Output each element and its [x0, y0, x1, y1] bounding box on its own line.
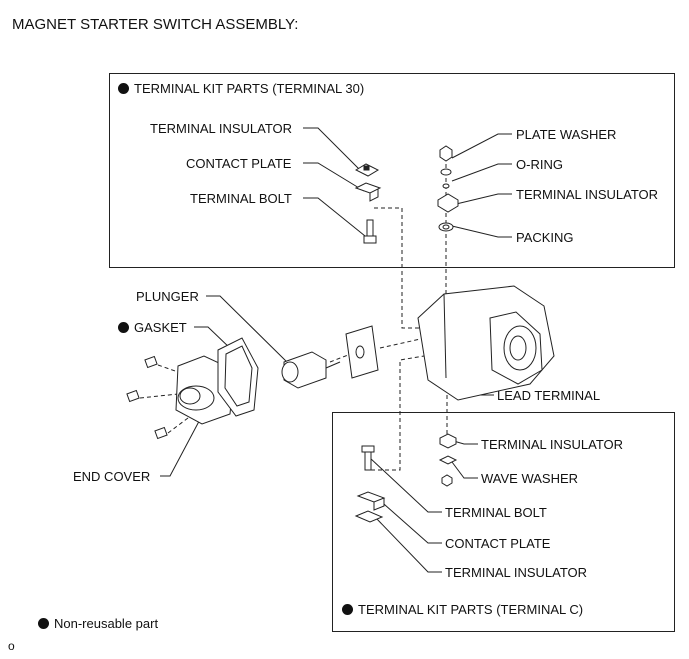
label-contact-plate-c: CONTACT PLATE — [445, 536, 551, 551]
switch-housing-bore-inner — [509, 335, 527, 361]
leader-contact-plate-30 — [303, 162, 365, 192]
non-reusable-dot-icon — [38, 618, 49, 629]
end-cover-boss-top — [179, 387, 201, 405]
assembly-line-plunger — [329, 354, 349, 363]
terminal-bolt-30-shank — [366, 219, 374, 237]
terminal-bolt-c-shank — [364, 451, 372, 471]
label-wave-washer: WAVE WASHER — [481, 471, 579, 486]
terminal-30-kit-box — [109, 73, 675, 268]
assembly-line-gasket — [379, 337, 426, 349]
label-contact-plate-30: CONTACT PLATE — [186, 156, 292, 171]
label-terminal-bolt-c: TERMINAL BOLT — [445, 505, 547, 520]
label-terminal-insulator-cb: TERMINAL INSULATOR — [445, 565, 588, 580]
assembly-line-bolt2 — [139, 393, 179, 399]
terminal-30-kit-header: TERMINAL KIT PARTS (TERMINAL 30) — [118, 81, 364, 96]
terminal-c-kit-box — [332, 412, 675, 632]
leader-plunger — [206, 295, 291, 366]
contact-plate-c-part — [356, 491, 386, 511]
legend: Non-reusable part — [38, 616, 158, 631]
plunger-rod — [325, 361, 341, 369]
terminal-insulator-30-hole — [363, 165, 370, 171]
terminal-c-kit-header-label: TERMINAL KIT PARTS (TERMINAL C) — [358, 602, 584, 617]
assembly-line-bolt3 — [167, 417, 189, 434]
assembly-line-boltc — [369, 354, 431, 471]
contact-disc-hole — [355, 345, 365, 359]
plate-washer-part — [439, 145, 453, 162]
assembly-line-bolt1 — [157, 364, 179, 373]
end-cover-bolts — [126, 355, 168, 440]
leader-terminal-bolt-30 — [303, 197, 371, 241]
plunger-face — [281, 361, 299, 383]
non-reusable-dot-icon — [342, 604, 353, 615]
leader-plate-washer — [451, 133, 512, 159]
leader-contact-plate-c — [375, 496, 442, 544]
terminal-insulator-30r-part — [437, 193, 459, 213]
label-packing: PACKING — [516, 230, 574, 245]
nut-c-part — [441, 474, 453, 487]
terminal-bolt-c-head — [361, 445, 375, 453]
leader-terminal-insulator-30r — [451, 193, 512, 206]
label-terminal-bolt-30: TERMINAL BOLT — [190, 191, 292, 206]
leader-terminal-insulator-30 — [303, 127, 363, 173]
gasket-inner — [224, 345, 253, 407]
terminal-insulator-c-part — [439, 433, 457, 449]
terminal-30-kit-header-label: TERMINAL KIT PARTS (TERMINAL 30) — [134, 81, 365, 96]
non-reusable-dot-icon — [118, 322, 129, 333]
leader-o-ring — [451, 163, 512, 182]
wave-washer-part — [438, 455, 458, 465]
contact-plate-30-part — [354, 182, 382, 202]
o-ring-part-2 — [442, 183, 450, 189]
diagram-title: MAGNET STARTER SWITCH ASSEMBLY: — [12, 16, 299, 33]
label-gasket: GASKET — [134, 320, 187, 335]
label-end-cover: END COVER — [73, 469, 151, 484]
label-terminal-insulator-c: TERMINAL INSULATOR — [481, 437, 624, 452]
label-gasket-row: GASKET — [118, 320, 187, 335]
non-reusable-dot-icon — [118, 83, 129, 94]
label-o-ring: O-RING — [516, 157, 563, 172]
leader-gasket — [194, 326, 233, 351]
assembly-line-bolt30 — [374, 207, 430, 329]
o-ring-part — [440, 168, 452, 176]
leader-wave-washer — [451, 461, 478, 479]
leader-terminal-bolt-c — [369, 457, 442, 513]
figure-code: o — [8, 639, 15, 653]
label-terminal-insulator-30r: TERMINAL INSULATOR — [516, 187, 659, 202]
label-terminal-insulator-30: TERMINAL INSULATOR — [150, 121, 293, 136]
terminal-bolt-30-head — [363, 235, 377, 244]
packing-part-hole — [442, 224, 450, 230]
label-plate-washer: PLATE WASHER — [516, 127, 617, 142]
label-plunger: PLUNGER — [136, 289, 199, 304]
legend-label: Non-reusable part — [54, 616, 159, 631]
terminal-c-kit-header: TERMINAL KIT PARTS (TERMINAL C) — [342, 602, 583, 617]
leader-end-cover — [160, 409, 206, 477]
leader-packing — [451, 225, 512, 238]
leader-terminal-insulator-cb — [375, 517, 442, 573]
label-lead-terminal: LEAD TERMINAL — [497, 388, 601, 403]
terminal-insulator-cb-part — [354, 510, 384, 523]
